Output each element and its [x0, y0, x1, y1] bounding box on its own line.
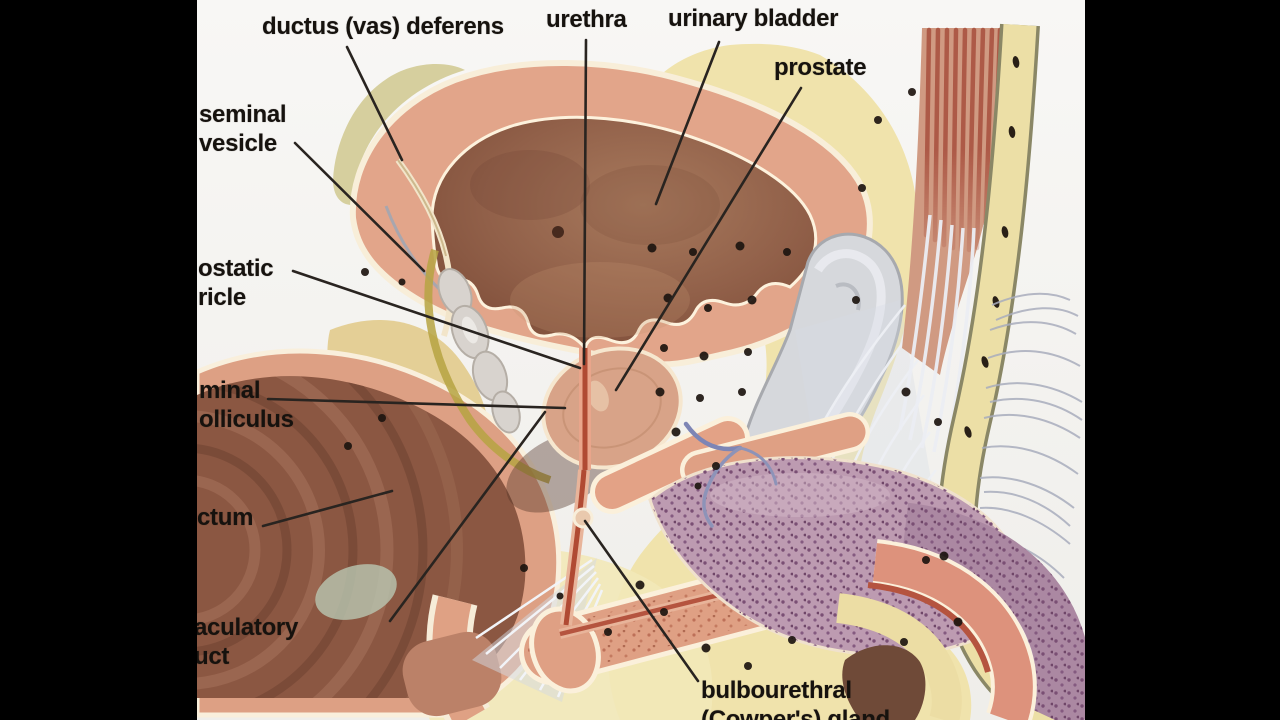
bulbourethral-gland-organ	[572, 507, 594, 529]
anal-canal	[402, 631, 502, 717]
leader-rectum-partial	[261, 489, 394, 528]
letterbox-right	[1085, 0, 1280, 720]
leader-lines	[261, 38, 803, 683]
urinary-bladder-organ	[349, 60, 873, 368]
corpus-spongiosum	[648, 456, 1023, 657]
letterbox-left	[0, 0, 197, 720]
leader-prostatic-utricle-partial	[291, 269, 582, 370]
urethra-tube	[560, 348, 594, 626]
leader-ductus-vas-deferens	[345, 45, 404, 162]
leader-seminal-vesicle	[293, 141, 426, 273]
penis-cross-section	[836, 502, 1092, 720]
leader-ejaculatory-duct-partial	[388, 410, 547, 623]
leader-urinary-bladder	[654, 40, 721, 206]
bladder-lumen	[430, 115, 818, 352]
vein	[683, 421, 778, 528]
leader-urethra	[582, 38, 588, 366]
leader-prostate	[614, 86, 803, 392]
perineal-tissue-patch	[315, 564, 397, 620]
leader-bulbourethral-gland	[583, 519, 700, 683]
rectum	[194, 348, 562, 720]
leader-seminal-colliculus-partial	[266, 397, 567, 410]
fat-dots	[344, 88, 963, 670]
prostatic-utricle	[587, 380, 609, 412]
